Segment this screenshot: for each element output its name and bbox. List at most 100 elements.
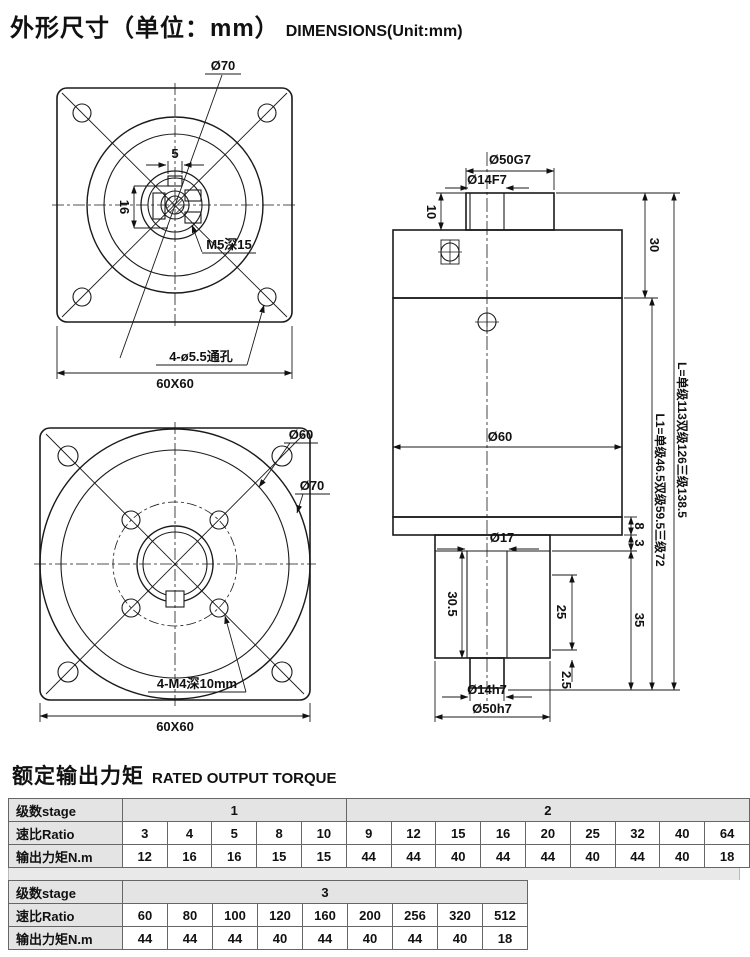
m4-holes [121, 510, 229, 618]
ratio-cell: 20 [524, 821, 571, 845]
ratio-cell: 512 [482, 903, 528, 927]
ratio-cell: 120 [257, 903, 303, 927]
dim-l1-label: L1=单级46.5双级59.5三级72 [653, 413, 668, 566]
mounting-hole [271, 445, 293, 467]
ratio-cell: 9 [345, 821, 392, 845]
dim-body-dia-label: Ø60 [488, 429, 513, 444]
dim-35-label: 35 [632, 613, 647, 627]
row-header-cell: 输出力矩N.m [8, 844, 123, 868]
ratio-cell: 200 [347, 903, 393, 927]
ratio-cell: 10 [300, 821, 347, 845]
ratio-cell: 32 [614, 821, 661, 845]
ratio-cell: 160 [302, 903, 348, 927]
ratio-cell: 4 [166, 821, 213, 845]
dim-tap-label: M5深15 [206, 237, 252, 252]
torque-cell: 40 [437, 926, 483, 950]
ratio-cell: 25 [569, 821, 616, 845]
dim-8-label: 8 [632, 522, 647, 529]
side-outline [392, 192, 623, 689]
torque-cell: 15 [300, 844, 347, 868]
row-header-cell: 级数stage [8, 798, 123, 822]
dim-square-label: 60X60 [156, 719, 194, 734]
dim-10-label: 10 [424, 205, 439, 219]
mounting-hole [257, 287, 277, 307]
title-chinese: 外形尺寸（单位：mm） [10, 15, 280, 42]
dim-square-label: 60X60 [156, 376, 194, 391]
torque-cell: 44 [390, 844, 437, 868]
torque-cell: 40 [347, 926, 393, 950]
mounting-hole [57, 445, 79, 467]
ratio-cell: 16 [480, 821, 526, 845]
output-view: Ø60 Ø70 4-M4深10mm 60X60 [34, 422, 330, 734]
row-header-cell: 输出力矩N.m [8, 926, 123, 950]
mounting-hole [72, 287, 92, 307]
torque-cell: 44 [524, 844, 571, 868]
torque-cell: 40 [569, 844, 616, 868]
dim-l-total-label: L=单级113双级126三级138.5 [675, 362, 690, 518]
torque-cell: 15 [256, 844, 302, 868]
row-header-cell: 速比Ratio [8, 821, 123, 845]
row-header-cell: 速比Ratio [8, 903, 123, 927]
dim-dia17-label: Ø17 [490, 530, 515, 545]
screw-details [438, 239, 499, 334]
mounting-hole [57, 661, 79, 683]
torque-cell: 44 [392, 926, 438, 950]
mounting-hole [271, 661, 293, 683]
torque-cell: 40 [257, 926, 303, 950]
row-header-cell: 级数stage [8, 880, 123, 904]
dim-key-height-label: 16 [117, 200, 132, 214]
front-view-dimension-lines [56, 73, 293, 379]
torque-title-chinese: 额定输出力矩 [12, 765, 144, 788]
torque-cell: 44 [302, 926, 348, 950]
dim-spigot-dia-label: Ø50h7 [472, 701, 512, 716]
dim-holes-label: 4-M4深10mm [157, 676, 237, 691]
mounting-hole [257, 103, 277, 123]
torque-cell: 12 [121, 844, 168, 868]
ratio-cell: 12 [390, 821, 437, 845]
stage-cell: 3 [122, 880, 528, 904]
stage-cell: 1 [121, 798, 347, 822]
ratio-cell: 320 [437, 903, 483, 927]
ratio-cell: 5 [211, 821, 258, 845]
torque-cell: 44 [614, 844, 661, 868]
torque-cell: 44 [122, 926, 168, 950]
dim-dia60-label: Ø60 [289, 427, 314, 442]
torque-cell: 40 [435, 844, 482, 868]
dim-30-label: 30 [647, 238, 662, 252]
dim-bore-label: Ø14F7 [467, 172, 507, 187]
front-view: Ø70 5 16 M5深15 4-ø5.5通孔 60X60 [52, 58, 297, 391]
side-view-dimension-lines [392, 168, 680, 722]
ratio-cell: 15 [435, 821, 482, 845]
torque-title-english: RATED OUTPUT TORQUE [152, 770, 337, 787]
dim-dia70-label: Ø70 [211, 58, 236, 73]
torque-cell: 18 [704, 844, 750, 868]
stage-cell: 2 [345, 798, 750, 822]
page-title: 外形尺寸（单位：mm） DIMENSIONS(Unit:mm) [10, 8, 463, 43]
dim-shaft-dia-label: Ø14h7 [467, 682, 507, 697]
torque-section-title: 额定输出力矩 RATED OUTPUT TORQUE [12, 760, 336, 790]
shaft-clamp-detail [152, 175, 202, 224]
ratio-cell: 64 [704, 821, 750, 845]
ratio-cell: 100 [212, 903, 258, 927]
torque-cell: 40 [659, 844, 706, 868]
ratio-cell: 80 [167, 903, 213, 927]
output-view-dimension-lines [39, 442, 330, 722]
torque-cell: 44 [480, 844, 526, 868]
torque-cell: 16 [211, 844, 258, 868]
title-english: DIMENSIONS(Unit:mm) [285, 23, 463, 40]
side-view: Ø50G7 Ø14F7 10 30 Ø60 Ø17 30.5 25 2.5 Ø1… [392, 152, 690, 722]
dim-key-width-label: 5 [171, 146, 178, 161]
torque-cell: 18 [482, 926, 528, 950]
ratio-cell: 40 [659, 821, 706, 845]
ratio-cell: 8 [256, 821, 302, 845]
dim-holes-label: 4-ø5.5通孔 [169, 349, 233, 364]
